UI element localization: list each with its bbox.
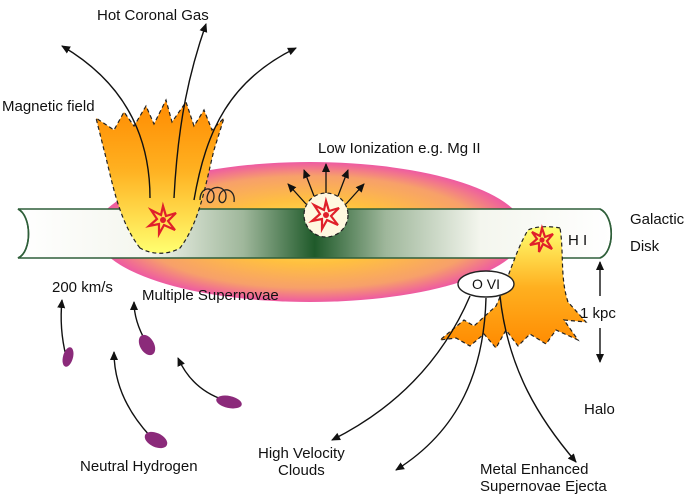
label-hvc-line1: High Velocity bbox=[258, 445, 345, 462]
neutral-hydrogen-clouds bbox=[57, 299, 242, 449]
label-galactic: Galactic bbox=[630, 211, 685, 228]
label-neutral-hydrogen: Neutral Hydrogen bbox=[80, 458, 198, 475]
ionization-arrows bbox=[287, 163, 365, 205]
label-velocity: 200 km/s bbox=[52, 279, 113, 296]
ovi-region bbox=[457, 270, 515, 298]
label-low-ionization: Low Ionization e.g. Mg II bbox=[318, 140, 481, 157]
label-multiple-supernovae: Multiple Supernovae bbox=[142, 287, 279, 304]
label-1-kpc: 1 kpc bbox=[580, 305, 616, 322]
label-ejecta-line2: Supernovae Ejecta bbox=[480, 478, 607, 495]
coronal-gas-arrows bbox=[61, 23, 297, 201]
magnetic-field-loop bbox=[199, 186, 235, 204]
right-starburst bbox=[529, 224, 554, 253]
label-ejecta-line1: Metal Enhanced bbox=[480, 461, 588, 478]
left-chimney-flame bbox=[95, 98, 225, 254]
disk-edge-left bbox=[17, 208, 30, 259]
label-hot-coronal-gas: Hot Coronal Gas bbox=[97, 7, 209, 24]
label-magnetic-field: Magnetic field bbox=[2, 98, 95, 115]
disk-edge-right bbox=[599, 208, 612, 259]
central-starburst bbox=[308, 196, 340, 234]
label-ovi: O VI bbox=[472, 276, 500, 292]
label-halo: Halo bbox=[584, 401, 615, 418]
label-disk: Disk bbox=[630, 238, 660, 255]
ejecta-arrows bbox=[331, 295, 577, 471]
label-hvc-line2: Clouds bbox=[278, 462, 325, 479]
label-hi: H I bbox=[568, 232, 587, 249]
left-starburst bbox=[145, 201, 177, 239]
